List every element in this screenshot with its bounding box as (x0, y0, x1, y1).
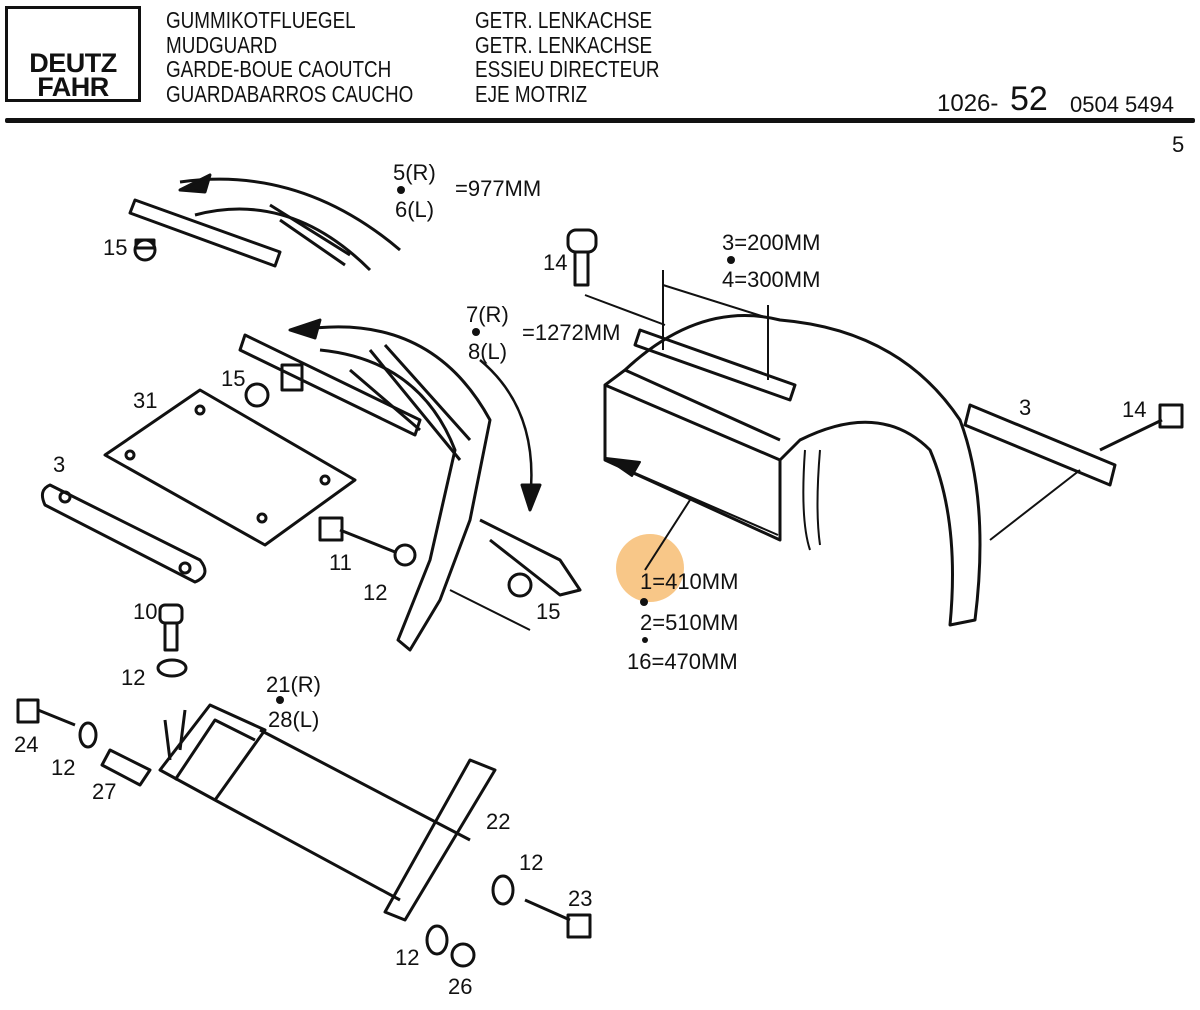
label-23: 23 (568, 886, 592, 911)
label-15b: 15 (221, 366, 245, 391)
label-7r: 7(R) (466, 302, 509, 327)
assembly-name-fr: ESSIEU DIRECTEUR (475, 56, 660, 82)
part-name-block: GUMMIKOTFLUEGEL MUDGUARD GARDE-BOUE CAOU… (166, 8, 413, 106)
label-14a: 14 (543, 250, 567, 275)
label-31: 31 (133, 388, 157, 413)
highlight-marker (616, 534, 684, 602)
label-26: 26 (448, 974, 472, 999)
group-suffix: 52 (1010, 80, 1048, 118)
washer-12e (425, 924, 449, 956)
bracket-977 (128, 173, 401, 272)
assembly-name-en: GETR. LENKACHSE (475, 31, 653, 58)
label-28l: 28(L) (268, 707, 319, 732)
catalog-number: 0504 5494 (1070, 92, 1174, 117)
label-27: 27 (92, 779, 116, 804)
deutz-fahr-logo: DEUTZ FAHR (5, 6, 141, 102)
bolt-11 (318, 516, 396, 554)
mudguard-body (603, 314, 982, 627)
assembly-name-de: GETR. LENKACHSE (475, 7, 653, 33)
header-rule (5, 118, 1195, 123)
label-12c: 12 (51, 755, 75, 780)
label-12b: 12 (121, 665, 145, 690)
strap-3-right (963, 403, 1117, 487)
nut-15c (507, 572, 533, 598)
label-11: 11 (329, 550, 352, 575)
label-3-200mm: 3=200MM (722, 230, 820, 255)
arm-22 (383, 758, 497, 922)
nut-26 (450, 942, 476, 968)
logo-line-2: FAHR (37, 72, 109, 102)
washer-12d (491, 874, 515, 906)
logo-line-1: DEUTZ (29, 48, 117, 78)
washer-12c (78, 721, 98, 749)
washer-12a (393, 543, 417, 567)
part-name-de: GUMMIKOTFLUEGEL (166, 7, 356, 33)
washer-12b (156, 658, 188, 678)
label-12a: 12 (363, 580, 387, 605)
label-8l: 8(L) (468, 339, 507, 364)
label-16-470mm: 16=470MM (627, 649, 738, 674)
label-21r: 21(R) (266, 672, 321, 697)
nut-15a (133, 238, 157, 262)
label-6l: 6(L) (395, 197, 434, 222)
strap-top (633, 328, 797, 402)
label-15c: 15 (536, 599, 560, 624)
label-4-300mm: 4=300MM (722, 267, 820, 292)
label-12d: 12 (519, 850, 543, 875)
callout-dots (276, 186, 735, 704)
label-1-410mm: 1=410MM (640, 569, 738, 594)
bolt-14a (566, 228, 666, 326)
part-name-en: MUDGUARD (166, 31, 278, 58)
assembly-name-es: EJE MOTRIZ (475, 80, 588, 107)
dimension-200-300 (662, 270, 769, 380)
label-977mm: =977MM (455, 176, 541, 201)
label-15a: 15 (103, 235, 127, 260)
part-name-es: GUARDABARROS CAUCHO (166, 80, 414, 107)
label-3b: 3 (1019, 395, 1031, 420)
strap-3-left (40, 483, 207, 584)
callout-labels: 5(R) 6(L) =977MM 15 14 3=200MM 4=300MM 7… (14, 160, 1146, 999)
bolt-14b (989, 403, 1184, 541)
label-14b: 14 (1122, 397, 1146, 422)
bolt-10 (158, 603, 184, 652)
assembly-name-block: GETR. LENKACHSE GETR. LENKACHSE ESSIEU D… (475, 8, 659, 106)
bracket-1272 (238, 318, 582, 652)
nut-15b (244, 363, 304, 408)
block-27 (100, 748, 152, 787)
label-12e: 12 (395, 945, 419, 970)
label-1272mm: =1272MM (522, 320, 620, 345)
label-24: 24 (14, 732, 38, 757)
bracket-21-28 (158, 703, 471, 902)
label-3a: 3 (53, 452, 65, 477)
label-2-510mm: 2=510MM (640, 610, 738, 635)
label-5r: 5(R) (393, 160, 436, 185)
bolt-23 (524, 898, 592, 939)
label-22: 22 (486, 809, 510, 834)
plate-31 (103, 388, 357, 547)
dimension-410 (604, 457, 779, 571)
page-number: 5 (1172, 132, 1185, 157)
bolt-24 (16, 698, 76, 727)
part-name-fr: GARDE-BOUE CAOUTCH (166, 56, 392, 82)
group-number: 1026- (937, 90, 999, 117)
label-10: 10 (133, 599, 157, 624)
